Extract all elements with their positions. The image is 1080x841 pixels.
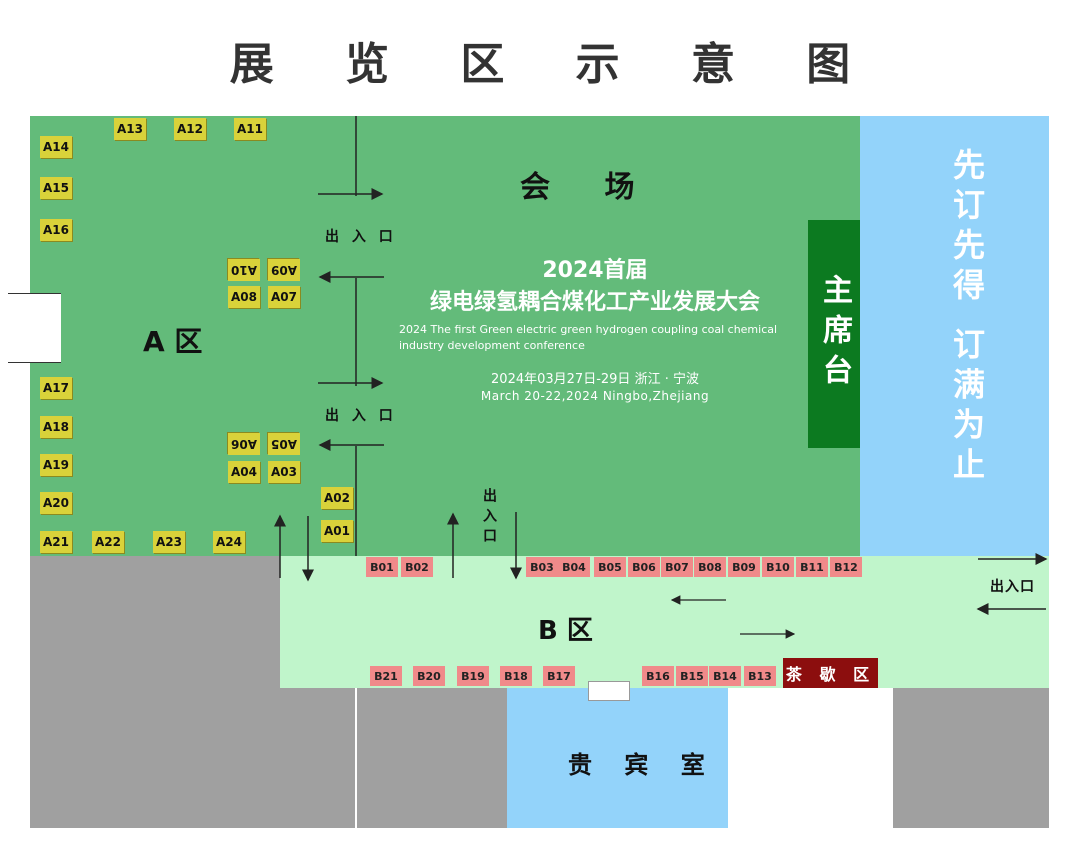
conference-year: 2024首届 (542, 258, 648, 283)
booth-a24[interactable]: A24 (213, 531, 245, 553)
venue-label: 会 场 (520, 170, 657, 205)
gray-area-middle-left (280, 688, 357, 828)
zone-b-label: B 区 (538, 616, 593, 646)
divider-line (355, 688, 357, 828)
exit-label-top: 出 入 口 (325, 229, 397, 245)
booth-b18[interactable]: B18 (500, 666, 532, 686)
booth-a16[interactable]: A16 (40, 219, 72, 241)
vip-door (588, 681, 630, 701)
booth-a12[interactable]: A12 (174, 118, 206, 140)
booth-b08[interactable]: B08 (694, 557, 726, 577)
conference-name-en-2: industry development conference (399, 339, 585, 352)
booth-b11[interactable]: B11 (796, 557, 828, 577)
booth-a11[interactable]: A11 (234, 118, 266, 140)
presale-area (860, 116, 1049, 556)
booth-b21[interactable]: B21 (370, 666, 402, 686)
booth-b04[interactable]: B04 (558, 557, 590, 577)
booth-a19[interactable]: A19 (40, 454, 72, 476)
booth-b02[interactable]: B02 (401, 557, 433, 577)
tea-break-area: 茶 歇 区 (783, 658, 878, 688)
booth-a07[interactable]: A07 (268, 286, 300, 308)
booth-a01[interactable]: A01 (321, 520, 353, 542)
booth-b13[interactable]: B13 (744, 666, 776, 686)
booth-b19[interactable]: B19 (457, 666, 489, 686)
booth-b07[interactable]: B07 (661, 557, 693, 577)
exit-label-middle: 出 入 口 (325, 408, 397, 424)
conference-name-en-1: 2024 The first Green electric green hydr… (399, 323, 778, 336)
booth-a22[interactable]: A22 (92, 531, 124, 553)
booth-b20[interactable]: B20 (413, 666, 445, 686)
booth-a17[interactable]: A17 (40, 377, 72, 399)
booth-a13[interactable]: A13 (114, 118, 146, 140)
gray-area-left (30, 556, 280, 828)
gray-area-right (893, 688, 1049, 828)
booth-a02[interactable]: A02 (321, 487, 353, 509)
booth-a04[interactable]: A04 (228, 461, 260, 483)
booth-a14[interactable]: A14 (40, 136, 72, 158)
booth-b14[interactable]: B14 (709, 666, 741, 686)
page-title: 展 览 区 示 意 图 (229, 39, 879, 90)
booth-b15[interactable]: B15 (676, 666, 708, 686)
booth-b03[interactable]: B03 (526, 557, 558, 577)
conference-date-cn: 2024年03月27日-29日 浙江 · 宁波 (491, 372, 699, 387)
booth-b12[interactable]: B12 (830, 557, 862, 577)
booth-a08[interactable]: A08 (228, 286, 260, 308)
zone-a-label: A 区 (143, 325, 203, 358)
booth-a20[interactable]: A20 (40, 492, 72, 514)
gray-area-middle (357, 688, 507, 828)
booth-b05[interactable]: B05 (594, 557, 626, 577)
booth-b09[interactable]: B09 (728, 557, 760, 577)
booth-b16[interactable]: B16 (642, 666, 674, 686)
vip-room (507, 688, 728, 828)
booth-b10[interactable]: B10 (762, 557, 794, 577)
exit-label-vertical: 出入口 (481, 488, 497, 548)
booth-a15[interactable]: A15 (40, 177, 72, 199)
booth-a03[interactable]: A03 (268, 461, 300, 483)
booth-a23[interactable]: A23 (153, 531, 185, 553)
zone-a-floor (30, 116, 860, 556)
booth-a21[interactable]: A21 (40, 531, 72, 553)
conference-date-en: March 20-22,2024 Ningbo,Zhejiang (480, 389, 710, 403)
main-stage: 主席台 (808, 220, 860, 448)
conference-info: 2024首届 绿电绿氢耦合煤化工产业发展大会 2024 The first Gr… (385, 252, 805, 403)
vip-room-label: 贵 宾 室 (568, 751, 717, 779)
booth-b17[interactable]: B17 (543, 666, 575, 686)
conference-name: 绿电绿氢耦合煤化工产业发展大会 (429, 290, 760, 315)
exit-label-right: 出入口 (990, 579, 1035, 595)
booth-b06[interactable]: B06 (628, 557, 660, 577)
booth-a18[interactable]: A18 (40, 416, 72, 438)
booth-b01[interactable]: B01 (366, 557, 398, 577)
left-entrance (8, 293, 61, 363)
presale-text: 先订先得 订满为止 (948, 148, 986, 488)
